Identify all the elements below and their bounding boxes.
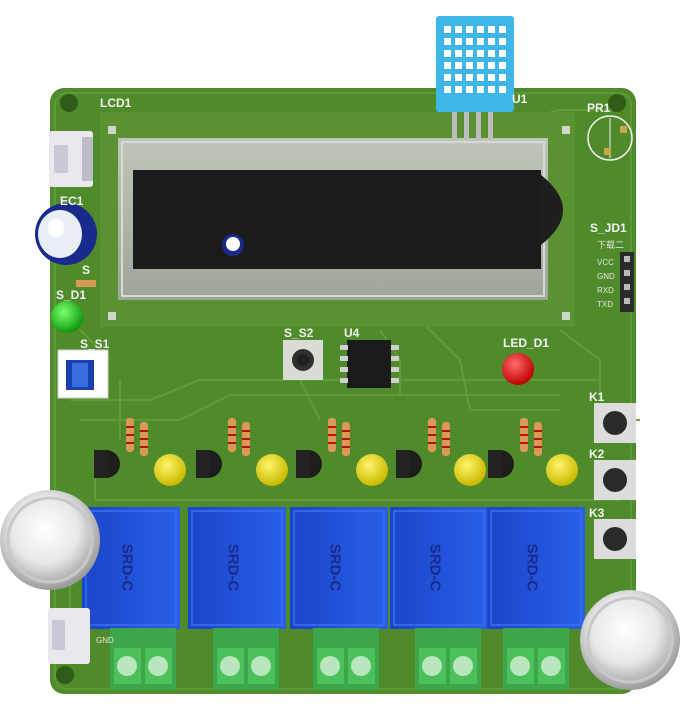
dht-vent (444, 50, 451, 57)
pin-label-3: RXD (597, 286, 614, 295)
dht-vent (499, 62, 506, 69)
relay-label: SRD-C (523, 543, 541, 592)
label-u1: U1 (512, 92, 528, 106)
lcd-screen (133, 170, 541, 269)
relay-label: SRD-C (118, 543, 136, 592)
led-red (502, 353, 534, 385)
dht-vent (444, 86, 451, 93)
relay (188, 507, 286, 629)
dht-vent (488, 62, 495, 69)
dht-vent (466, 62, 473, 69)
label-s-d1: S_D1 (56, 288, 87, 302)
prog-header (620, 252, 634, 312)
terminal-screw (510, 656, 530, 676)
terminal-screw (117, 656, 137, 676)
button-k3 (594, 519, 636, 559)
photoresistor (587, 115, 633, 161)
dht-vent (466, 38, 473, 45)
relay-label: SRD-C (426, 543, 444, 592)
capacitor-right (580, 590, 680, 690)
terminal-screw (453, 656, 473, 676)
relay-label: SRD-C (326, 543, 344, 592)
dht-vent (455, 74, 462, 81)
led-yellow (356, 454, 388, 486)
relay (290, 507, 388, 629)
dht-vent (499, 74, 506, 81)
label-k2: K2 (589, 447, 605, 461)
dht-vent (455, 26, 462, 33)
dht-vent (477, 74, 484, 81)
transistor (208, 450, 222, 478)
label-gnd: GND (96, 636, 114, 645)
dht-vent (477, 50, 484, 57)
label-pr1: PR1 (587, 101, 611, 115)
dht-vent (477, 38, 484, 45)
capacitor-left (0, 490, 100, 590)
label-lcd1: LCD1 (100, 96, 132, 110)
terminal-screw (251, 656, 271, 676)
dht-vent (444, 62, 451, 69)
led-green (51, 301, 83, 333)
terminal-screw (422, 656, 442, 676)
led-yellow (154, 454, 186, 486)
pin-label-4: TXD (597, 300, 613, 309)
dht-vent (499, 86, 506, 93)
dht-vent (466, 26, 473, 33)
label-ec1: EC1 (60, 194, 84, 208)
button-k1 (594, 403, 636, 443)
dht-vent (488, 50, 495, 57)
dht-vent (488, 26, 495, 33)
label-led-d1: LED_D1 (503, 336, 550, 350)
terminal-screw (320, 656, 340, 676)
terminal-screw (541, 656, 561, 676)
relay (390, 507, 488, 629)
dht-vent (444, 26, 451, 33)
dht-vent (455, 86, 462, 93)
dht-vent (455, 62, 462, 69)
transistor (500, 450, 514, 478)
label-s: S (82, 263, 91, 277)
label-k3: K3 (589, 506, 605, 520)
dht-vent (466, 50, 473, 57)
pin-label-2: GND (597, 272, 615, 281)
dht-vent (477, 26, 484, 33)
relay-label: SRD-C (224, 543, 242, 592)
transistor (308, 450, 322, 478)
label-u4: U4 (344, 326, 360, 340)
label-s-s2: S_S2 (284, 326, 314, 340)
led-yellow (454, 454, 486, 486)
dht-vent (488, 74, 495, 81)
transistor (106, 450, 120, 478)
dht-vent (444, 74, 451, 81)
dht-vent (488, 86, 495, 93)
dht-vent (455, 50, 462, 57)
dht-vent (488, 38, 495, 45)
terminal-screw (351, 656, 371, 676)
dht-vent (477, 62, 484, 69)
dht-vent (455, 38, 462, 45)
dht-vent (466, 74, 473, 81)
label-s-jd1: S_JD1 (590, 221, 627, 235)
led-yellow (546, 454, 578, 486)
relay (487, 507, 585, 629)
button-k2 (594, 460, 636, 500)
label-s-s1: S_S1 (80, 337, 110, 351)
terminal-screw (148, 656, 168, 676)
pin-label-1: VCC (597, 258, 614, 267)
dht-vent (499, 50, 506, 57)
dht-vent (499, 38, 506, 45)
label-k1: K1 (589, 390, 605, 404)
dht-vent (477, 86, 484, 93)
led-yellow (256, 454, 288, 486)
ic-u4 (347, 340, 391, 388)
label-jd-sub: 下载二 (597, 240, 625, 250)
dht-vent (499, 26, 506, 33)
dht-vent (466, 86, 473, 93)
transistor (408, 450, 422, 478)
terminal-screw (220, 656, 240, 676)
dht-vent (444, 38, 451, 45)
